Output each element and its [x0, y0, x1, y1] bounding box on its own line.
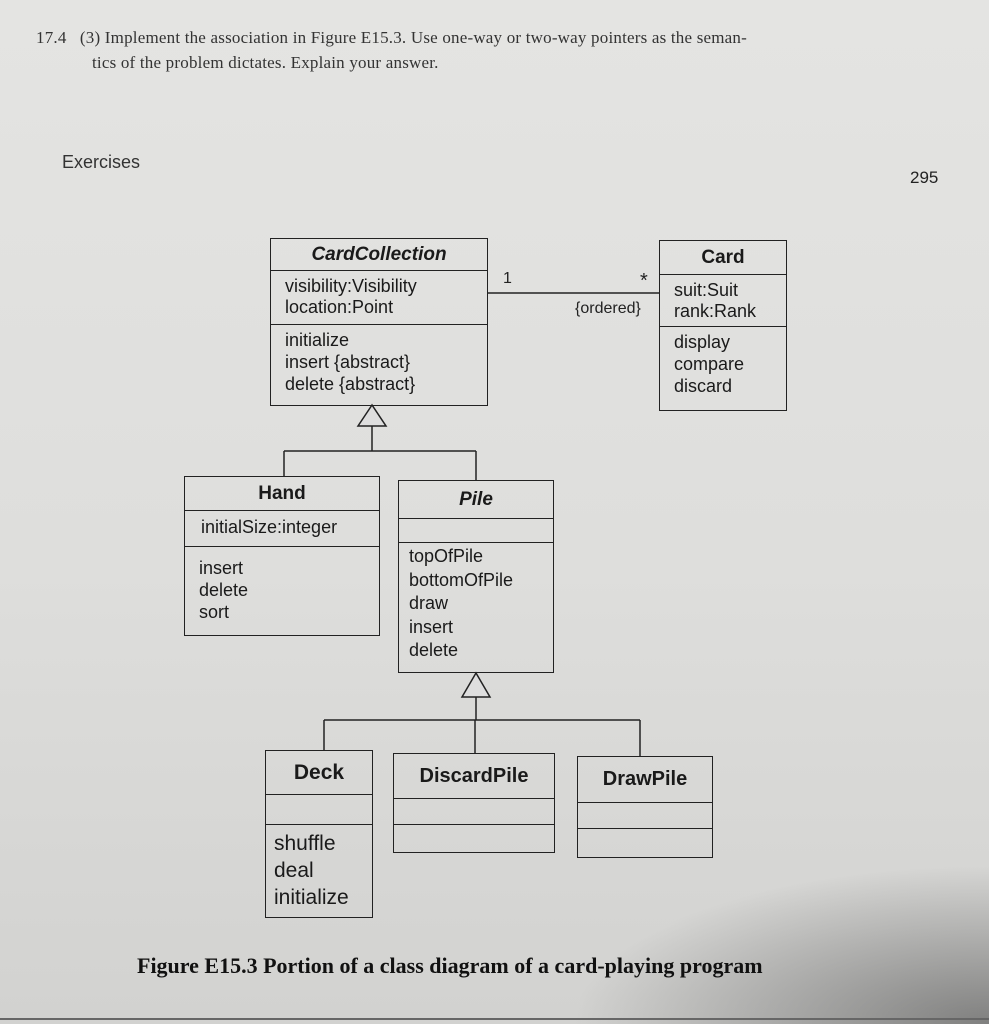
attribute: rank:Rank — [674, 301, 757, 321]
operation: deal — [274, 859, 314, 882]
operation: delete — [199, 580, 249, 600]
attribute: suit:Suit — [674, 280, 739, 300]
class-hand: Hand initialSize:integer insert delete s… — [184, 476, 380, 636]
attribute-compartment: visibility:Visibility location:Point — [271, 271, 487, 325]
operation: display — [674, 332, 731, 352]
question-line-2: tics of the problem dictates. Explain yo… — [92, 53, 439, 72]
class-name: Deck — [266, 751, 372, 795]
class-name: Card — [660, 241, 786, 275]
attribute-compartment — [394, 799, 554, 825]
class-discard-pile: DiscardPile — [393, 753, 555, 853]
page-edge — [0, 1018, 989, 1020]
operation: initialize — [274, 886, 349, 909]
operation: topOfPile — [409, 546, 484, 566]
class-name: CardCollection — [271, 239, 487, 271]
class-name: Hand — [185, 477, 379, 511]
attribute-compartment — [399, 519, 553, 543]
question-line-1: 17.4 (3) Implement the association in Fi… — [36, 28, 747, 48]
operation: discard — [674, 376, 733, 396]
attribute: visibility:Visibility — [285, 276, 417, 296]
page-number: 295 — [910, 168, 939, 187]
class-name: DrawPile — [578, 757, 712, 803]
class-card: Card suit:Suit rank:Rank display compare… — [659, 240, 787, 411]
class-name: DiscardPile — [394, 754, 554, 799]
attribute-compartment — [578, 803, 712, 829]
class-name: Pile — [399, 481, 553, 519]
operation-compartment: display compare discard — [660, 327, 786, 397]
section-header: Exercises — [62, 152, 141, 172]
generalization-triangle-cardcollection — [356, 403, 388, 427]
operation: shuffle — [274, 832, 336, 855]
multiplicity-one: 1 — [503, 270, 512, 287]
attribute-compartment — [266, 795, 372, 825]
operation: delete {abstract} — [285, 374, 416, 394]
operation: insert {abstract} — [285, 352, 411, 372]
figure-caption: Figure E15.3 Portion of a class diagram … — [137, 953, 763, 978]
multiplicity-many: * — [640, 270, 648, 292]
operation: insert — [409, 616, 454, 637]
class-card-collection: CardCollection visibility:Visibility loc… — [270, 238, 488, 406]
operation: delete — [409, 640, 459, 660]
attribute: initialSize:integer — [201, 517, 338, 537]
operation: insert — [199, 558, 244, 578]
operation: compare — [674, 354, 745, 374]
attribute-compartment: initialSize:integer — [185, 511, 379, 547]
operation: sort — [199, 602, 230, 622]
attribute: location:Point — [285, 297, 394, 317]
generalization-triangle-pile — [460, 671, 492, 698]
operation: draw — [409, 593, 449, 613]
class-draw-pile: DrawPile — [577, 756, 713, 858]
ordered-constraint: {ordered} — [575, 300, 641, 317]
operation: initialize — [285, 330, 350, 350]
class-pile: Pile topOfPile bottomOfPile draw insert … — [398, 480, 554, 673]
question-text-1: (3) Implement the association in Figure … — [79, 28, 747, 47]
operation-compartment: insert delete sort — [185, 547, 379, 623]
operation-compartment: topOfPile bottomOfPile draw insert delet… — [399, 543, 553, 663]
operation-compartment: initialize insert {abstract} delete {abs… — [271, 325, 487, 395]
operation: bottomOfPile — [409, 569, 514, 590]
attribute-compartment: suit:Suit rank:Rank — [660, 275, 786, 327]
question-number: 17.4 — [36, 28, 67, 47]
operation-compartment: shuffle deal initialize — [266, 825, 372, 911]
class-deck: Deck shuffle deal initialize — [265, 750, 373, 918]
